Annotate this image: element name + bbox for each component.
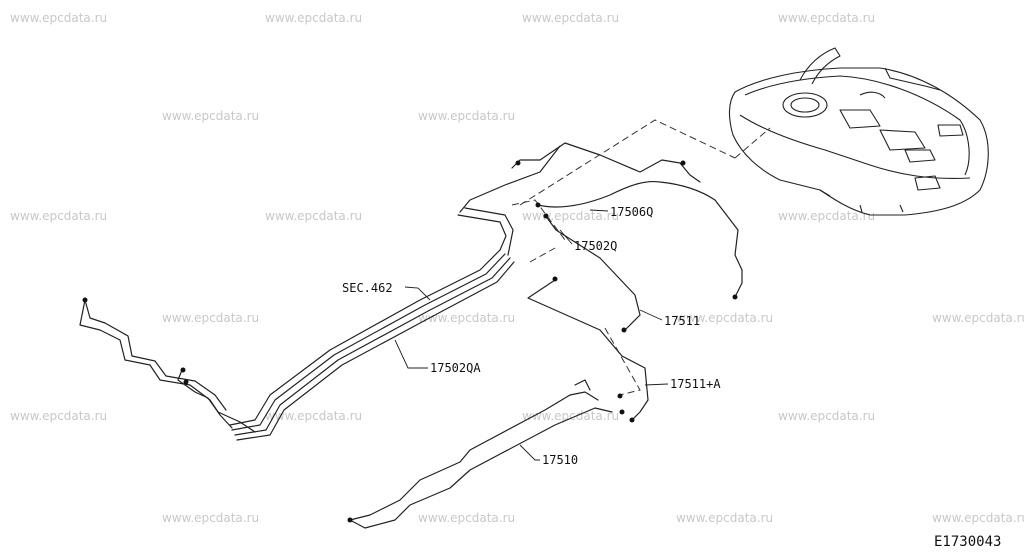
- pipe-17510: [349, 379, 613, 529]
- watermark: www.epcdata.ru: [522, 409, 619, 423]
- fuel-tank: [728, 47, 989, 216]
- pipe-upper-harness: [464, 207, 514, 256]
- watermark: www.epcdata.ru: [932, 311, 1024, 325]
- watermark: www.epcdata.ru: [778, 409, 875, 423]
- label-17510: 17510: [542, 453, 578, 467]
- watermark: www.epcdata.ru: [522, 11, 619, 25]
- leader-17511: [639, 309, 663, 321]
- label-17511a: 17511+A: [670, 377, 721, 391]
- dashed-guide-line: [529, 247, 556, 263]
- pipe-left-tail: [84, 299, 227, 411]
- watermark: www.epcdata.ru: [10, 11, 107, 25]
- watermark: www.epcdata.ru: [418, 511, 515, 525]
- watermark: www.epcdata.ru: [778, 11, 875, 25]
- watermark: www.epcdata.ru: [265, 409, 362, 423]
- watermark: www.epcdata.ru: [265, 11, 362, 25]
- leader-17502qa: [394, 339, 428, 369]
- pipe-17506q: [537, 180, 743, 298]
- watermark: www.epcdata.ru: [162, 311, 259, 325]
- leader-17511a: [644, 383, 669, 386]
- watermark: www.epcdata.ru: [522, 209, 619, 223]
- pipe-17511: [527, 279, 649, 421]
- watermark: www.epcdata.ru: [676, 311, 773, 325]
- dashed-guide-line: [519, 119, 736, 206]
- label-sec462: SEC.462: [342, 281, 393, 295]
- dashed-guide-line: [604, 327, 641, 396]
- watermark: www.epcdata.ru: [10, 409, 107, 423]
- watermark: www.epcdata.ru: [418, 311, 515, 325]
- pipe-17502q: [544, 214, 641, 331]
- label-17502qa: 17502QA: [430, 361, 481, 375]
- watermark-layer: www.epcdata.ru www.epcdata.ru www.epcdat…: [10, 11, 1024, 525]
- pipe-upper-harness: [511, 142, 701, 183]
- leader-17506q: [589, 209, 609, 212]
- dashed-guide-line: [511, 199, 566, 241]
- leader-17510: [519, 444, 540, 461]
- watermark: www.epcdata.ru: [162, 109, 259, 123]
- leader-17502q: [559, 229, 573, 245]
- watermark: www.epcdata.ru: [265, 209, 362, 223]
- watermark: www.epcdata.ru: [676, 511, 773, 525]
- watermark: www.epcdata.ru: [10, 209, 107, 223]
- dashed-guide-line: [734, 127, 771, 159]
- pipe-upper-harness: [459, 145, 561, 213]
- leader-sec462: [404, 286, 431, 301]
- diagram-code: E1730043: [934, 534, 1001, 550]
- watermark: www.epcdata.ru: [932, 511, 1024, 525]
- label-17502q: 17502Q: [574, 239, 617, 253]
- watermark: www.epcdata.ru: [418, 109, 515, 123]
- watermark: www.epcdata.ru: [778, 209, 875, 223]
- label-17511: 17511: [664, 314, 700, 328]
- pipe-upper-harness: [457, 214, 507, 251]
- label-17506q: 17506Q: [610, 205, 653, 219]
- pipe-left-tail: [177, 369, 256, 433]
- joint-markers: [82, 160, 738, 523]
- pipe-17502qa-bundle: [229, 249, 515, 441]
- watermark: www.epcdata.ru: [162, 511, 259, 525]
